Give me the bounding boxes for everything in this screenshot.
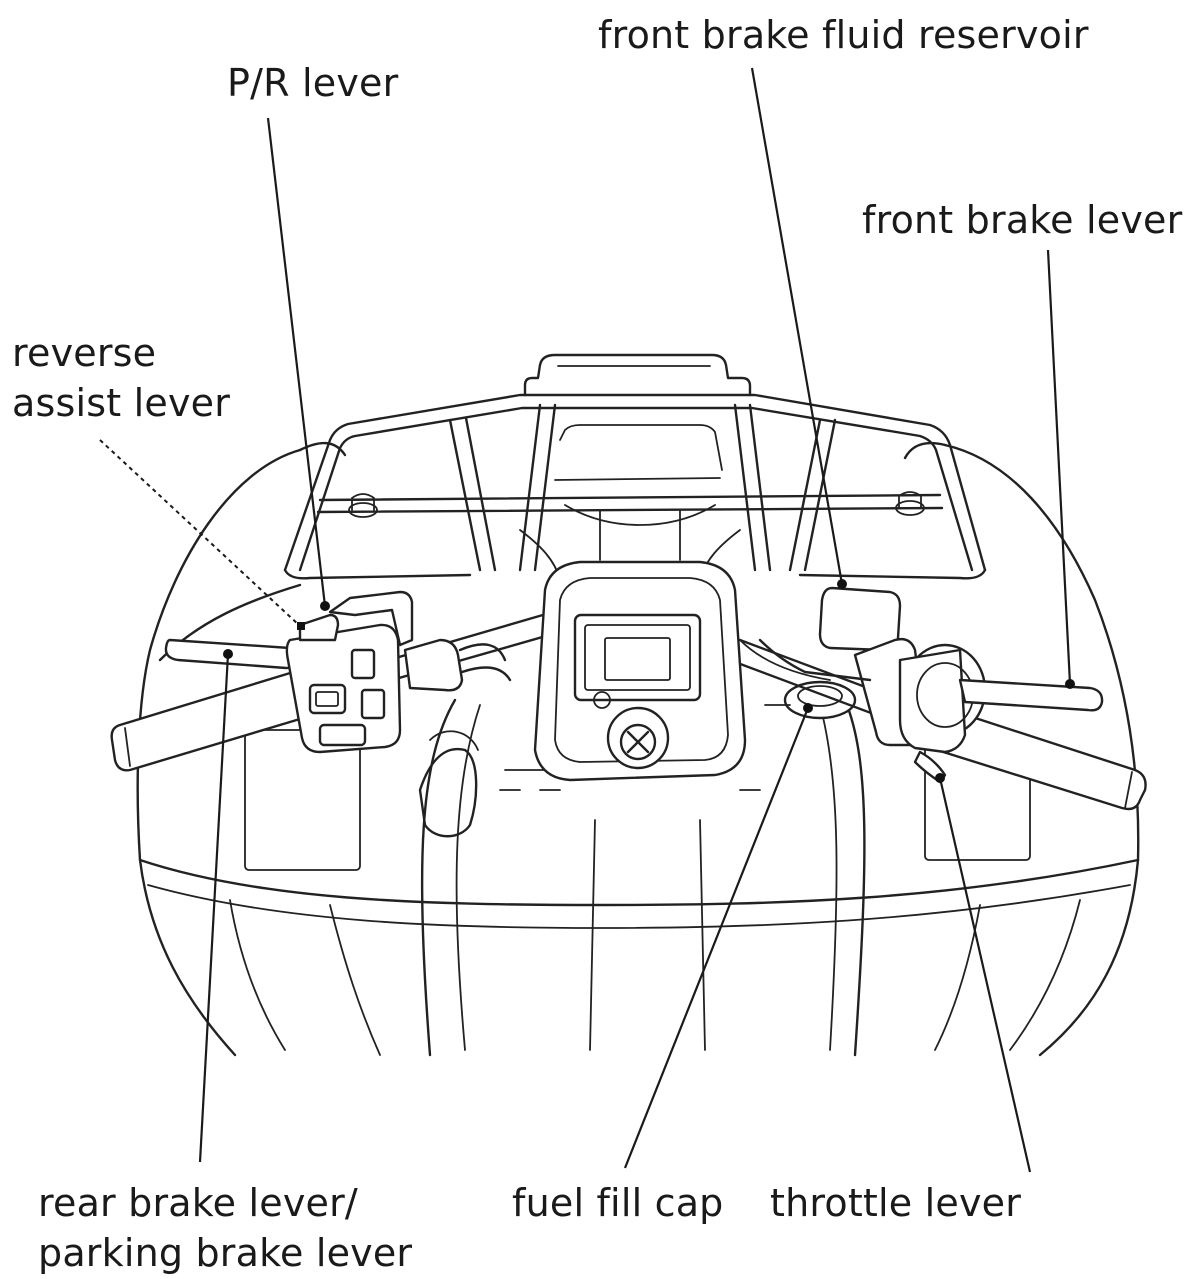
- instrument-cluster: [533, 560, 747, 782]
- pr-lever-point: [320, 601, 330, 611]
- reverse-assist-leader: [99, 439, 301, 627]
- fluid-reservoir-leader: [750, 67, 844, 585]
- fuel-cap-point: [803, 703, 813, 713]
- label-rear-brake-line1: rear brake lever/: [38, 1181, 358, 1225]
- label-throttle-lever: throttle lever: [770, 1181, 1022, 1225]
- label-rear-brake-lever: rear brake lever/ parking brake lever: [38, 1178, 412, 1278]
- throttle-point: [935, 773, 945, 783]
- label-front-brake-fluid-reservoir: front brake fluid reservoir: [598, 13, 1089, 57]
- rear-brake-leader: [198, 653, 230, 1163]
- leader-lines: [99, 67, 1075, 1173]
- pr-lever-leader: [266, 117, 327, 607]
- label-reverse-assist-line2: assist lever: [12, 381, 231, 425]
- reverse-assist-point: [297, 622, 305, 630]
- throttle-leader: [938, 777, 1032, 1173]
- label-front-brake-lever: front brake lever: [862, 198, 1183, 242]
- front-brake-leader: [1046, 249, 1072, 685]
- front-rack: [283, 353, 987, 580]
- left-knee-area: [418, 730, 479, 838]
- left-switch-housing: [285, 590, 512, 754]
- right-controls: [739, 586, 1104, 784]
- rear-brake-point: [223, 649, 233, 659]
- label-pr-lever: P/R lever: [227, 61, 399, 105]
- label-fuel-fill-cap: fuel fill cap: [512, 1181, 724, 1225]
- label-reverse-assist-line1: reverse: [12, 331, 157, 375]
- label-reverse-assist-lever: reverse assist lever: [12, 328, 230, 428]
- front-brake-point: [1065, 679, 1075, 689]
- label-rear-brake-line2: parking brake lever: [38, 1231, 413, 1275]
- atv-body: [136, 441, 1140, 1057]
- fuel-cap-leader: [623, 707, 810, 1169]
- fluid-reservoir-point: [837, 579, 847, 589]
